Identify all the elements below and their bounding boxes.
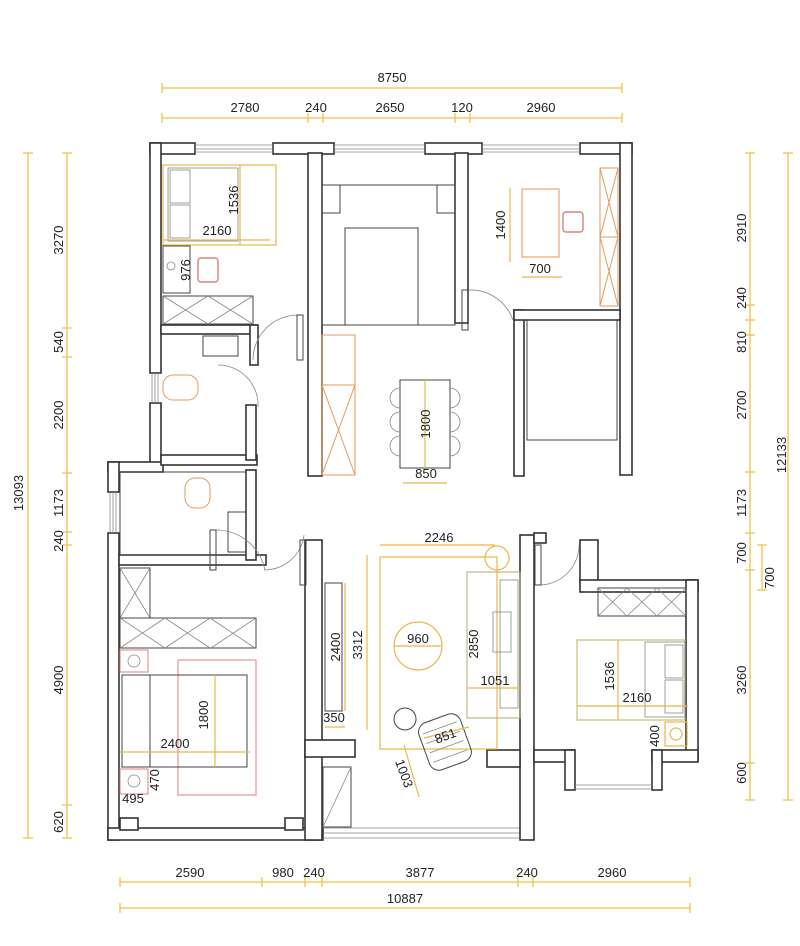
dim-top-seg: 120 (451, 100, 473, 115)
dim-right-seg: 810 (734, 331, 749, 353)
dim-top-seg: 240 (305, 100, 327, 115)
door-swing (217, 364, 259, 408)
dim-right-seg: 2700 (734, 391, 749, 420)
dim-dining-length: 1800 (418, 410, 433, 439)
dim-right-seg: 240 (734, 287, 749, 309)
dim-right-seg: 700 (734, 542, 749, 564)
dim-sofa-depth: 1051 (481, 673, 510, 688)
dim-coffee-table: 960 (407, 631, 429, 646)
dim-top-overall: 8750 (378, 70, 407, 85)
dim-left-seg: 4900 (51, 666, 66, 695)
dim-desk2-length: 1400 (493, 211, 508, 240)
kitchen (321, 184, 456, 476)
dim-desk1: 976 (178, 259, 193, 281)
bathroom-1 (162, 314, 304, 408)
dim-left-seg: 240 (51, 530, 66, 552)
dim-bed1-width: 2160 (203, 223, 232, 238)
dim-left-seg: 1173 (51, 489, 66, 517)
dim-bed3-width: 2160 (623, 690, 652, 705)
dim-armchair: 851 (433, 725, 459, 747)
dim-right-seg: 2910 (734, 214, 749, 243)
toilet-icon (162, 374, 199, 401)
dim-master-bed-length: 1800 (196, 701, 211, 730)
dim-master-bed-width: 2400 (161, 736, 190, 751)
dim-bed3-length: 1536 (602, 662, 617, 691)
master-bedroom: 1800 2400 470 495 (119, 534, 307, 806)
dim-right-seg: 700 (762, 567, 777, 589)
chair-icon (197, 257, 219, 283)
dim-bed1-length: 1536 (226, 186, 241, 215)
left-dimensions: 13093 3270 540 2200 1173 240 4900 620 (11, 152, 72, 839)
dim-left-overall: 13093 (11, 475, 26, 511)
right-dimensions: 2910 240 810 2700 1173 700 700 3260 600 … (734, 152, 793, 801)
dim-left-seg: 3270 (51, 226, 66, 255)
dim-bottom-seg: 240 (303, 865, 325, 880)
armchair-icon (418, 713, 472, 771)
dim-nightstand-depth: 470 (147, 769, 162, 791)
dim-right-overall: 12133 (774, 437, 789, 473)
dim-left-seg: 2200 (51, 401, 66, 430)
dim-living-depth: 3312 (350, 631, 365, 660)
dim-tv-wall: 2400 (328, 633, 343, 662)
dim-left-seg: 540 (51, 331, 66, 353)
bedroom-3: 1536 2160 400 (534, 544, 688, 747)
dim-nightstand-width: 495 (122, 791, 144, 806)
dim-right-seg: 600 (734, 762, 749, 784)
bathroom-2 (119, 471, 266, 571)
chair-icon (562, 211, 584, 233)
toilet-icon (184, 477, 211, 509)
top-dimensions: 8750 2780 240 2650 120 2960 (161, 70, 623, 123)
dim-bottom-seg: 3877 (406, 865, 435, 880)
dim-right-seg: 1173 (734, 489, 749, 517)
dim-bottom-seg: 240 (516, 865, 538, 880)
dim-top-seg: 2780 (231, 100, 260, 115)
dim-bottom-overall: 10887 (387, 891, 423, 906)
dim-tv-cabinet: 350 (323, 710, 345, 725)
walls (107, 142, 699, 841)
dim-desk2-width: 700 (529, 261, 551, 276)
dim-right-seg: 3260 (734, 666, 749, 695)
dim-left-seg: 620 (51, 811, 66, 833)
dim-nightstand3: 400 (647, 725, 662, 747)
bottom-dimensions: 2590 980 240 3877 240 2960 10887 (119, 865, 691, 913)
dim-bottom-seg: 2960 (598, 865, 627, 880)
dim-top-seg: 2650 (376, 100, 405, 115)
bedroom-1: 2160 1536 976 (162, 164, 277, 325)
dining-table: 1800 850 (389, 379, 461, 484)
dim-dining-width: 850 (415, 466, 437, 481)
dim-bottom-seg: 980 (272, 865, 294, 880)
dim-armchair-diag: 1003 (392, 757, 416, 789)
study: 1400 700 (461, 167, 619, 441)
dim-rug-width: 2246 (425, 530, 454, 545)
living-room: 2246 2400 3312 960 2850 1051 350 851 100… (322, 530, 522, 828)
dim-top-seg: 2960 (527, 100, 556, 115)
dim-sofa-length: 2850 (466, 630, 481, 659)
side-table-icon (393, 707, 417, 731)
dim-bottom-seg: 2590 (176, 865, 205, 880)
door-swing (252, 314, 299, 361)
